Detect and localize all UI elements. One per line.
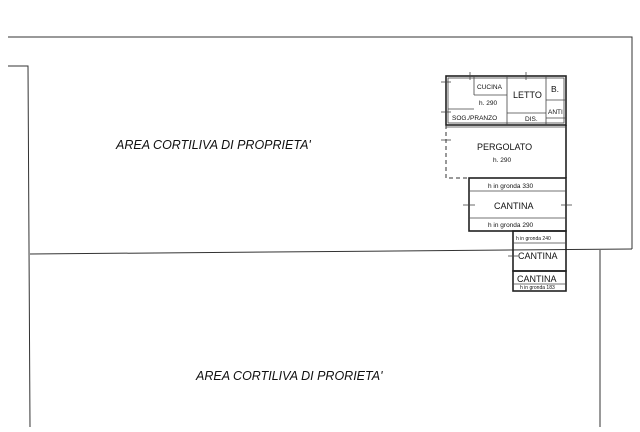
property-boundary-left — [8, 65, 31, 428]
room-label-dis: DIS. — [525, 116, 538, 123]
room-height-pergolato: h. 290 — [493, 157, 511, 164]
cantina-2-height-top: h in gronda 240 — [516, 236, 551, 242]
area-label-lower: AREA CORTILIVA DI PRORIETA' — [195, 369, 383, 383]
residence-inner — [447, 77, 565, 124]
room-height-cucina: h. 290 — [479, 100, 497, 107]
cantina-1-height-top: h in gronda 330 — [488, 183, 534, 190]
room-label-soggiorno: SOG./PRANZO — [452, 115, 497, 122]
room-label-cantina-2: CANTINA — [518, 251, 558, 261]
room-label-bagno: B. — [551, 84, 559, 94]
room-label-letto: LETTO — [513, 90, 542, 100]
residence-outline — [445, 75, 567, 126]
courtyard-divider — [29, 248, 633, 255]
cantina-3-outline — [512, 270, 567, 292]
room-label-cantina-3: CANTINA — [517, 274, 557, 284]
area-label-upper: AREA CORTILIVA DI PROPRIETA' — [115, 138, 311, 152]
room-label-cucina: CUCINA — [477, 84, 503, 91]
pergolato-dashed-outline — [445, 125, 470, 179]
room-label-anti: ANTI — [548, 109, 563, 116]
property-boundary-top — [8, 36, 633, 249]
cantina-3-height-bottom: h in gronda 183 — [520, 285, 555, 291]
cantina-1-height-bottom: h in gronda 290 — [488, 222, 534, 229]
room-label-cantina-1: CANTINA — [494, 201, 534, 211]
room-label-pergolato: PERGOLATO — [477, 142, 532, 152]
